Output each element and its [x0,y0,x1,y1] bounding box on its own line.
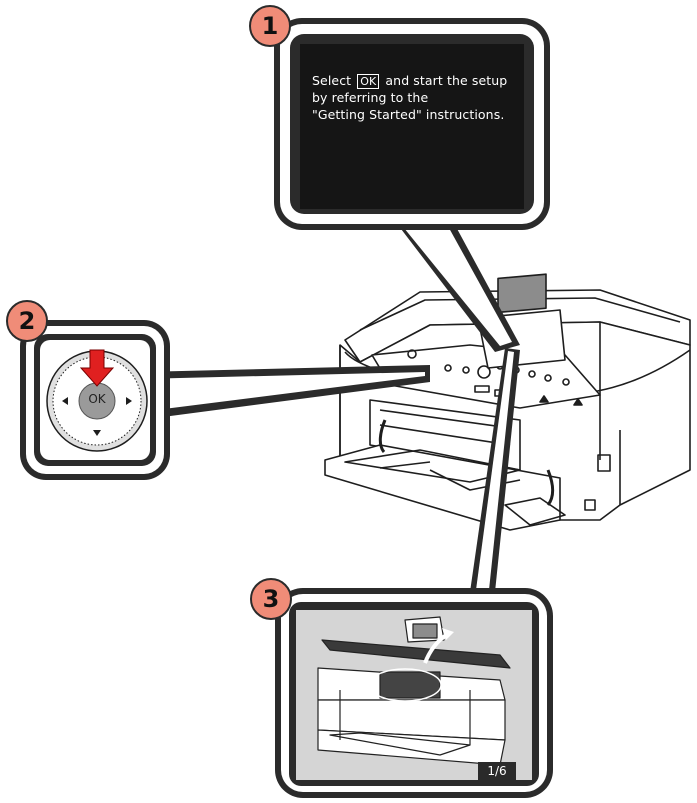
lcd-text-select: Select [312,73,351,88]
step-2-badge: 2 [6,300,48,342]
lcd-message: Select OK and start the setup by referri… [312,72,512,123]
lcd-text-start-setup: and start the setup [385,73,507,88]
step-3-badge: 3 [250,578,292,620]
lcd-line-1: Select OK and start the setup [312,72,512,89]
ok-button[interactable]: OK [80,392,114,406]
step-1-badge: 1 [249,5,291,47]
page-indicator: 1/6 [478,762,516,780]
lcd-line-2: by referring to the [312,89,512,106]
lcd-line-3: "Getting Started" instructions. [312,106,512,123]
ok-key-icon: OK [357,74,379,89]
